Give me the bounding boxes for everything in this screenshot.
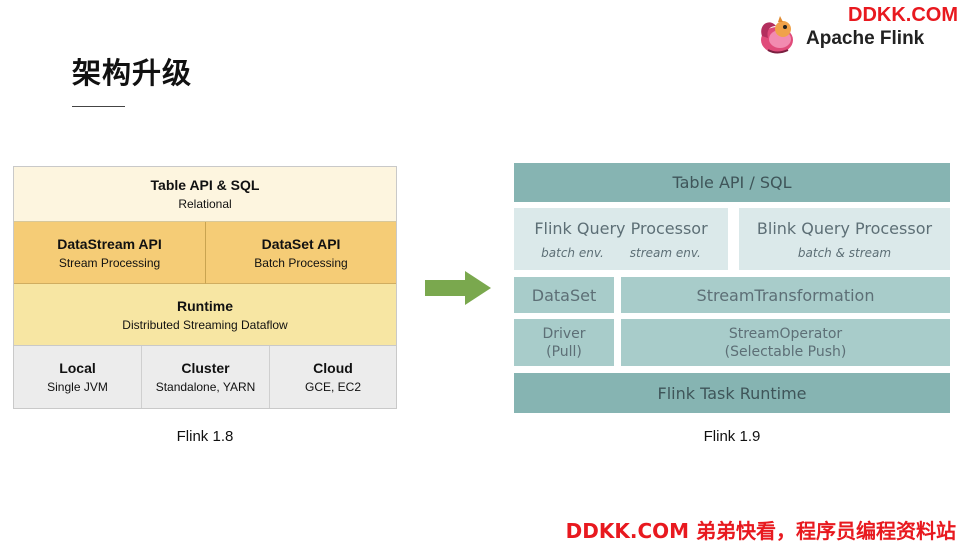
caption-flink-1-9: Flink 1.9 bbox=[703, 428, 761, 445]
flink-qp-batch-env: batch env. bbox=[541, 245, 604, 260]
old-dataset-sub: Batch Processing bbox=[254, 255, 348, 270]
old-table-api-layer: Table API & SQL Relational bbox=[14, 167, 396, 222]
old-dataset-layer: DataSet API Batch Processing bbox=[206, 222, 396, 284]
watermark-top: DDKK.COM bbox=[848, 4, 958, 26]
new-dataset-label: DataSet bbox=[531, 285, 597, 305]
stream-transformation-label: StreamTransformation bbox=[696, 285, 875, 305]
stream-transformation-layer: StreamTransformation bbox=[621, 277, 950, 313]
stream-operator-label: StreamOperator bbox=[728, 325, 843, 342]
caption-flink-1-8: Flink 1.8 bbox=[176, 428, 234, 445]
old-table-api-sub: Relational bbox=[178, 197, 232, 211]
old-runtime-sub: Distributed Streaming Dataflow bbox=[122, 317, 288, 332]
apache-flink-brand: Apache Flink bbox=[756, 14, 956, 58]
page-title: 架构升级 bbox=[72, 56, 193, 90]
title-underline bbox=[72, 106, 125, 107]
driver-label: Driver bbox=[542, 325, 586, 342]
flink-qp-title: Flink Query Processor bbox=[534, 218, 708, 238]
old-cluster-deploy: Cluster Standalone, YARN bbox=[142, 346, 270, 408]
old-runtime-title: Runtime bbox=[177, 297, 233, 314]
driver-pull-label: (Pull) bbox=[546, 343, 582, 360]
old-local-sub: Single JVM bbox=[47, 380, 108, 394]
new-dataset-layer: DataSet bbox=[514, 277, 614, 313]
new-table-api-layer: Table API / SQL bbox=[514, 163, 950, 202]
brand-name: Apache Flink bbox=[806, 28, 925, 49]
new-table-api-label: Table API / SQL bbox=[672, 173, 792, 192]
old-datastream-title: DataStream API bbox=[57, 235, 162, 252]
old-table-api-title: Table API & SQL bbox=[150, 177, 260, 193]
old-datastream-sub: Stream Processing bbox=[58, 255, 161, 270]
old-local-title: Local bbox=[59, 360, 96, 376]
old-cloud-title: Cloud bbox=[313, 360, 353, 376]
blink-qp-batch-stream: batch & stream bbox=[797, 245, 892, 260]
old-cluster-sub: Standalone, YARN bbox=[155, 380, 256, 394]
stream-operator-layer: StreamOperator (Selectable Push) bbox=[621, 319, 950, 366]
flink-qp-stream-env: stream env. bbox=[629, 245, 701, 260]
driver-layer: Driver (Pull) bbox=[514, 319, 614, 366]
old-cluster-title: Cluster bbox=[181, 360, 230, 376]
old-datastream-layer: DataStream API Stream Processing bbox=[14, 222, 206, 284]
upgrade-arrow-icon bbox=[425, 271, 491, 305]
flink-1-8-architecture: Table API & SQL Relational DataStream AP… bbox=[13, 166, 397, 409]
old-runtime-layer: Runtime Distributed Streaming Dataflow bbox=[14, 284, 396, 346]
old-cloud-sub: GCE, EC2 bbox=[304, 380, 361, 394]
old-local-deploy: Local Single JVM bbox=[14, 346, 142, 408]
old-dataset-title: DataSet API bbox=[261, 235, 341, 252]
stream-operator-push-label: (Selectable Push) bbox=[724, 343, 847, 360]
blink-qp-title: Blink Query Processor bbox=[756, 218, 933, 238]
flink-task-runtime-label: Flink Task Runtime bbox=[657, 383, 807, 403]
flink-query-processor: Flink Query Processor batch env. stream … bbox=[514, 208, 728, 270]
flink-squirrel-icon bbox=[761, 16, 793, 54]
watermark-bottom: DDKK.COM 弟弟快看，程序员编程资料站 bbox=[565, 519, 956, 543]
old-cloud-deploy: Cloud GCE, EC2 bbox=[270, 346, 396, 408]
flink-task-runtime-layer: Flink Task Runtime bbox=[514, 373, 950, 413]
blink-query-processor: Blink Query Processor batch & stream bbox=[739, 208, 950, 270]
